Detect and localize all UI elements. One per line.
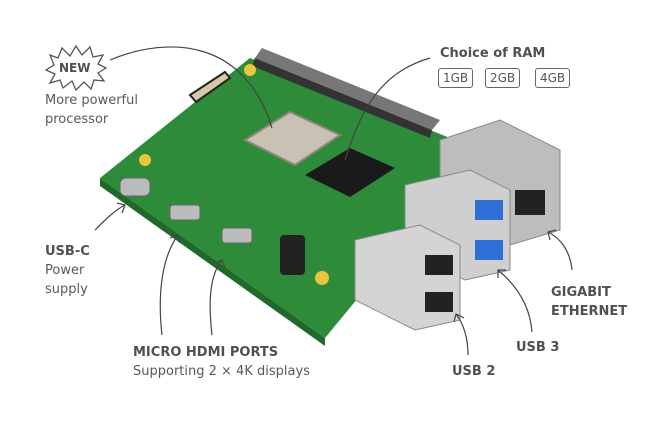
callout-arrows: [94, 46, 573, 356]
usb2-label: USB 2: [452, 364, 496, 379]
processor-label-line2: processor: [45, 112, 109, 127]
processor-chip: [242, 110, 343, 167]
micro-hdmi-port-2: [221, 227, 253, 244]
ram-title: Choice of RAM: [440, 46, 546, 61]
audio-jack: [280, 235, 305, 275]
ram-chip: [305, 148, 395, 197]
micro-hdmi-port-1: [169, 204, 201, 221]
new-starburst-icon: [44, 44, 108, 92]
ram-option-2gb: 2GB: [485, 68, 521, 88]
usbc-line3: supply: [45, 282, 88, 297]
gpio-header: [252, 48, 440, 138]
ethernet-line2: ETHERNET: [551, 304, 628, 319]
ram-option-1gb: 1GB: [438, 68, 474, 88]
ethernet-line1: GIGABIT: [551, 285, 611, 300]
hdmi-subtitle: Supporting 2 × 4K displays: [133, 364, 310, 379]
new-badge-text: NEW: [59, 61, 91, 75]
ram-option-4gb: 4GB: [535, 68, 571, 88]
usb2-ports: [354, 224, 461, 331]
usbc-line2: Power: [45, 263, 85, 278]
usb3-label: USB 3: [516, 340, 560, 355]
processor-label-line1: More powerful: [45, 93, 138, 108]
usbc-port: [119, 177, 151, 197]
circuit-board: [100, 58, 480, 338]
usbc-title: USB-C: [45, 244, 90, 259]
hdmi-title: MICRO HDMI PORTS: [133, 345, 279, 360]
display-connector: [188, 70, 232, 104]
